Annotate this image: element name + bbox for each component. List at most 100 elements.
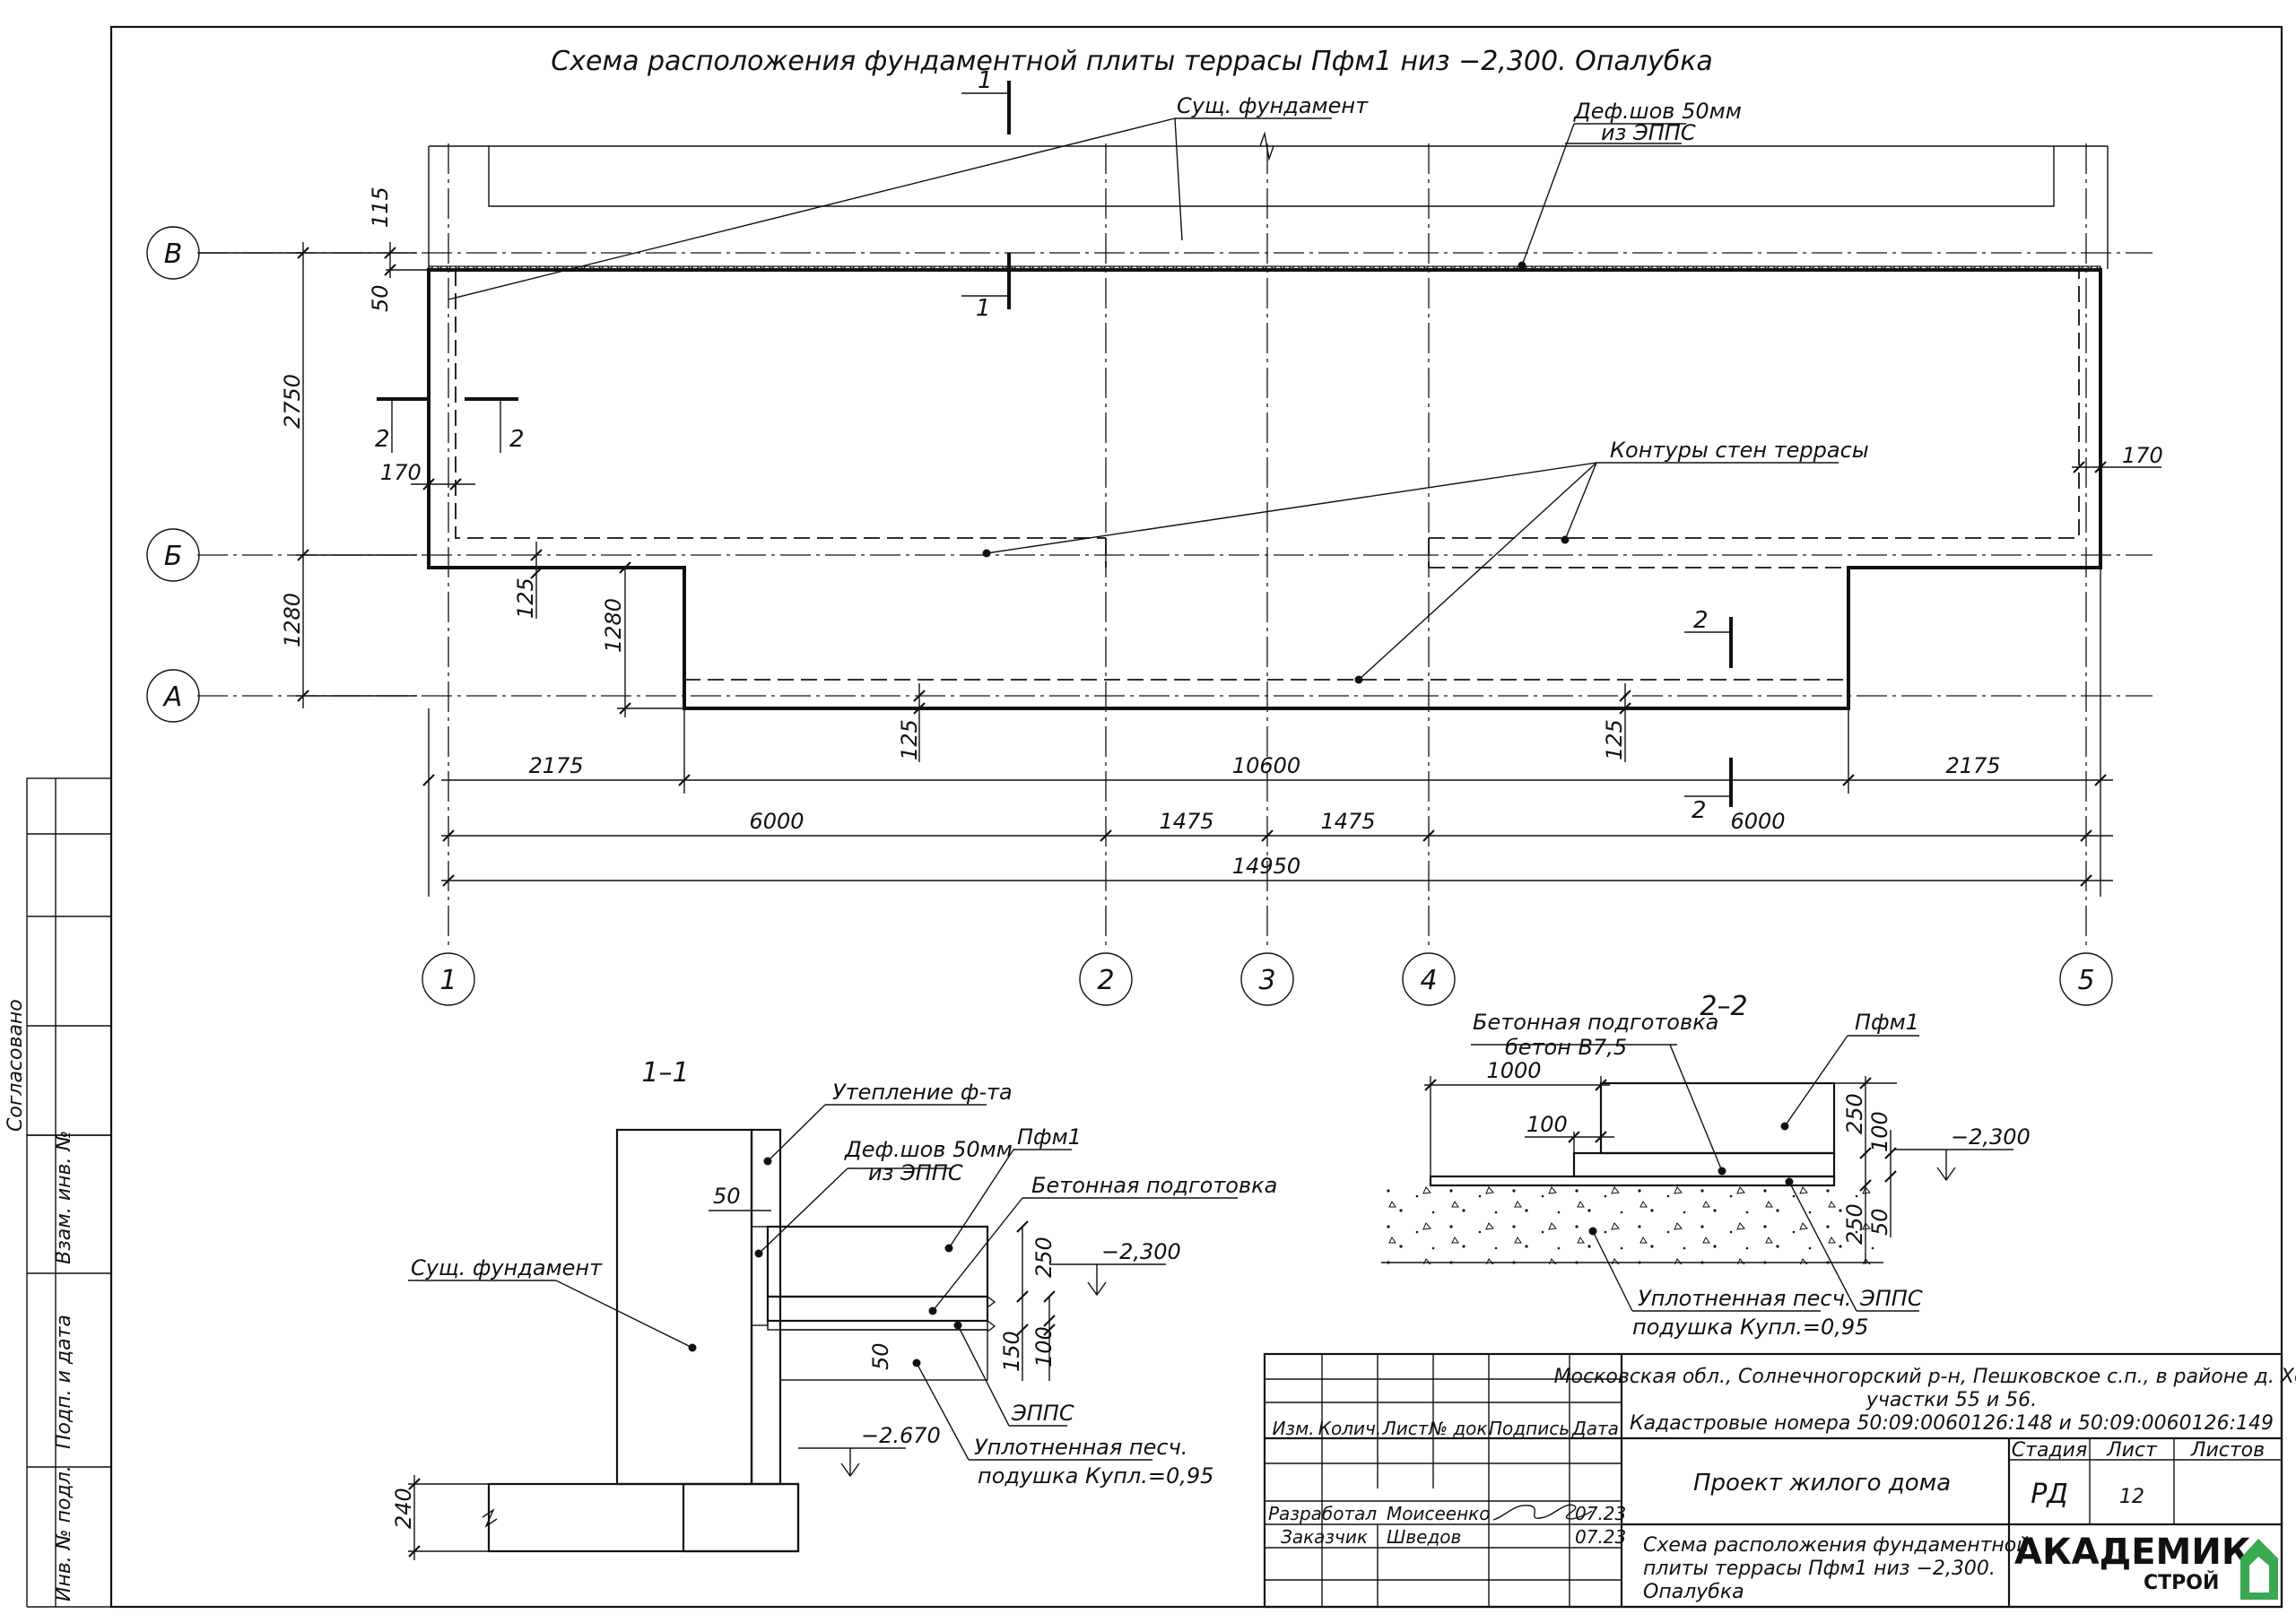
- axis-bubble-b: [146, 528, 200, 582]
- dim-2750: 2750: [280, 374, 305, 429]
- plan-view: Сущ. фундамент Деф.шов 50мм из ЭППС Конт…: [146, 67, 2163, 1006]
- s2-label-eps: ЭППС: [1859, 1286, 1923, 1311]
- tb-customer-date: 07.23: [1575, 1526, 1626, 1548]
- company-logo: АКАДЕМИК СТРОЙ: [2014, 1532, 2278, 1600]
- s1-dim-240: 240: [391, 1488, 416, 1529]
- dim-170-right: 170: [2122, 443, 2163, 468]
- logo-text-sub: СТРОЙ: [2144, 1571, 2219, 1594]
- s2-dim-1000: 1000: [1486, 1058, 1541, 1083]
- s1-dim-250: 250: [1031, 1237, 1057, 1278]
- stamp-inv-orig: Инв. № подл.: [53, 1465, 75, 1601]
- dim-14950: 14950: [1232, 854, 1300, 879]
- axis-label-5: 5: [2077, 965, 2094, 996]
- tb-stage: РД: [2031, 1479, 2068, 1510]
- section-1-1: 1–1 250 100 150 50 50 240 −2,300: [391, 1057, 1277, 1560]
- s1-label-prep: Бетонная подготовка: [1031, 1173, 1277, 1198]
- dim-50: 50: [368, 284, 393, 312]
- s1-label-existing: Сущ. фундамент: [411, 1255, 603, 1280]
- drawing-title: Схема расположения фундаментной плиты те…: [551, 46, 1712, 77]
- logo-house-icon: [2240, 1539, 2278, 1600]
- s2-label-prep-2: бетон В7,5: [1505, 1035, 1627, 1060]
- tb-header-kolich: Колич.: [1318, 1418, 1381, 1439]
- s1-level-slab: −2,300: [1101, 1239, 1181, 1264]
- s1-dim-50: 50: [713, 1184, 741, 1209]
- section-1-label-top: 1: [978, 67, 993, 94]
- tb-sheets-label: Листов: [2190, 1439, 2265, 1462]
- s2-dim-50: 50: [1867, 1208, 1892, 1236]
- s1-dim-150: 150: [999, 1331, 1024, 1372]
- s2-label-prep-1: Бетонная подготовка: [1473, 1010, 1718, 1035]
- tb-header-doc: № док.: [1428, 1418, 1493, 1439]
- side-stamp: Согласовано Взам. инв. № Подп. и дата Ин…: [4, 777, 112, 1608]
- axis-label-b: Б: [164, 541, 183, 572]
- axis-label-v: В: [164, 239, 183, 270]
- s1-label-sand-1: Уплотненная песч.: [974, 1435, 1187, 1460]
- section-2-label-top: 2: [1693, 607, 1709, 634]
- dim-10600: 10600: [1232, 753, 1300, 778]
- stamp-inv-replace: Взам. инв. №: [53, 1131, 75, 1264]
- tb-signature: [1492, 1504, 1593, 1521]
- tb-sheet: 12: [2119, 1486, 2144, 1508]
- dim-1280: 1280: [280, 593, 305, 647]
- tb-address-1: Московская обл., Солнечногорский р-н, Пе…: [1554, 1366, 2296, 1388]
- tb-developed-label: Разработал: [1268, 1503, 1377, 1524]
- axis-bubble-1: [422, 952, 475, 1006]
- section-2-label-bottom: 2: [1692, 797, 1707, 824]
- dim-1475-a: 1475: [1159, 809, 1213, 834]
- section-1-1-title: 1–1: [641, 1057, 689, 1089]
- axis-bubble-a: [146, 669, 200, 723]
- tb-customer-label: Заказчик: [1281, 1526, 1368, 1548]
- tb-project: Проект жилого дома: [1693, 1470, 1951, 1497]
- label-def-joint-1: Деф.шов 50мм: [1573, 99, 1742, 124]
- dim-125-c: 125: [1602, 719, 1627, 760]
- section-2-2-title: 2–2: [1700, 991, 1747, 1022]
- s1-label-def-joint-2: из ЭППС: [868, 1160, 963, 1185]
- s1-label-slab: Пфм1: [1017, 1124, 1082, 1150]
- s2-dim-250: 250: [1842, 1093, 1867, 1134]
- s1-label-sand-2: подушка Купл.=0,95: [978, 1463, 1213, 1488]
- tb-address-3: Кадастровые номера 50:09:0060126:148 и 5…: [1630, 1412, 2274, 1435]
- dim-115: 115: [368, 187, 393, 228]
- section-2-label-left: 2: [375, 426, 390, 453]
- s2-label-sand-1: Уплотненная песч.: [1638, 1286, 1851, 1311]
- tb-developed-name: Моисеенко: [1387, 1503, 1491, 1524]
- axis-bubble-v: [146, 226, 200, 280]
- section-2-label-right: 2: [509, 426, 525, 453]
- dim-170-left: 170: [380, 460, 422, 485]
- tb-stage-label: Стадия: [2012, 1439, 2087, 1462]
- dim-6000-left: 6000: [749, 809, 804, 834]
- section-2-slab: [1599, 1081, 1836, 1155]
- dim-1475-b: 1475: [1320, 809, 1375, 834]
- axis-bubble-4: [1402, 952, 1456, 1006]
- s1-label-eps: ЭППС: [1011, 1401, 1074, 1426]
- tb-desc-2: плиты террасы Пфм1 низ −2,300.: [1643, 1558, 1996, 1580]
- tb-header-sign: Подпись: [1489, 1418, 1570, 1439]
- s2-label-sand-2: подушка Купл.=0,95: [1632, 1315, 1868, 1340]
- tb-desc-3: Опалубка: [1643, 1581, 1744, 1603]
- tb-desc-1: Схема расположения фундаментной: [1643, 1534, 2030, 1557]
- tb-developed-date: 07.23: [1575, 1503, 1626, 1524]
- s1-label-def-joint-1: Деф.шов 50мм: [844, 1137, 1013, 1162]
- s2-dim-100: 100: [1526, 1112, 1568, 1137]
- s1-dim-100: 100: [1031, 1326, 1057, 1367]
- axis-label-3: 3: [1258, 965, 1275, 996]
- axis-label-a: А: [162, 681, 183, 713]
- section-2-2: 2–2 1000 100 250 100 250 50 −2,300: [1381, 991, 2031, 1340]
- s2-dim-100v: 100: [1867, 1111, 1892, 1152]
- dim-2175-right: 2175: [1945, 753, 2000, 778]
- tb-header-date: Дата: [1571, 1418, 1619, 1439]
- axis-bubble-2: [1079, 952, 1133, 1006]
- axis-label-4: 4: [1420, 965, 1437, 996]
- axis-bubble-3: [1240, 952, 1294, 1006]
- tb-customer-name: Шведов: [1387, 1526, 1461, 1548]
- axis-bubble-5: [2059, 952, 2113, 1006]
- dim-125-b: 125: [897, 719, 922, 760]
- logo-text-main: АКАДЕМИК: [2014, 1532, 2251, 1573]
- dim-125-a: 125: [513, 577, 538, 619]
- stamp-agreed: Согласовано: [4, 999, 27, 1132]
- axis-label-2: 2: [1097, 965, 1114, 996]
- s1-label-insulation: Утепление ф-та: [832, 1080, 1013, 1105]
- label-wall-contours: Контуры стен террасы: [1610, 438, 1869, 463]
- label-def-joint-2: из ЭППС: [1601, 120, 1696, 145]
